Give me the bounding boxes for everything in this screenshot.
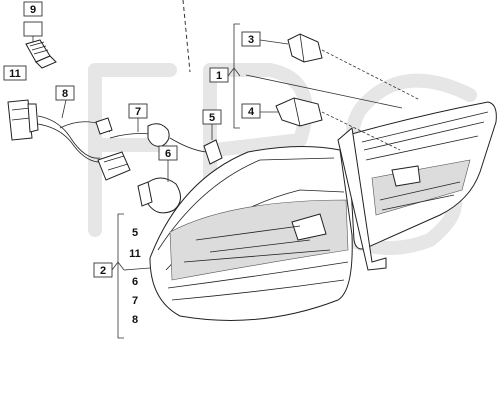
- callout-8: 8: [55, 85, 75, 101]
- group2-item-5: 8: [132, 314, 138, 326]
- outer-tail-lamp: [149, 145, 353, 321]
- group1-bracket: [227, 23, 241, 129]
- callout-5: 5: [202, 109, 222, 125]
- cable-7: [109, 118, 207, 153]
- callout-6: 6: [158, 145, 178, 161]
- bulb-6: [97, 151, 181, 214]
- group2-item-1: 5: [132, 227, 138, 239]
- callout-3-text: 3: [248, 34, 254, 46]
- callout-3: 3: [241, 31, 261, 47]
- group2-bracket: [111, 213, 151, 339]
- callout-11: 11: [3, 65, 27, 81]
- callout-7: 7: [128, 103, 148, 119]
- callout-4-text: 4: [248, 106, 255, 118]
- bulb-holder-3: [259, 33, 421, 101]
- callout-7-text: 7: [135, 106, 141, 118]
- callout-11-text: 11: [9, 68, 21, 80]
- callout-1-text: 1: [216, 70, 222, 82]
- callout-4: 4: [241, 103, 261, 119]
- callout-2-text: 2: [100, 265, 106, 277]
- connector-11: [7, 99, 39, 141]
- callout-2: 2: [93, 262, 113, 278]
- callout-5-text: 5: [209, 112, 215, 124]
- callout-1: 1: [209, 67, 229, 83]
- bulb-holder-4: [260, 97, 401, 151]
- inner-tail-lamp: [337, 101, 497, 271]
- group2-item-3: 6: [132, 276, 138, 288]
- group2-item-4: 7: [132, 295, 138, 307]
- group2-item-2: 11: [129, 248, 141, 260]
- bulb-9: [23, 21, 57, 69]
- callout-6-text: 6: [165, 148, 171, 160]
- callout-9: 9: [23, 1, 43, 17]
- group2-list: 5 11 6 7 8: [129, 227, 141, 326]
- axis-dashed-line: [182, 0, 191, 73]
- bulb-5: [203, 124, 223, 165]
- callout-8-text: 8: [62, 88, 68, 100]
- callout-9-text: 9: [30, 4, 36, 16]
- leader-1: [245, 74, 403, 109]
- wiring-harness-8: [37, 99, 113, 163]
